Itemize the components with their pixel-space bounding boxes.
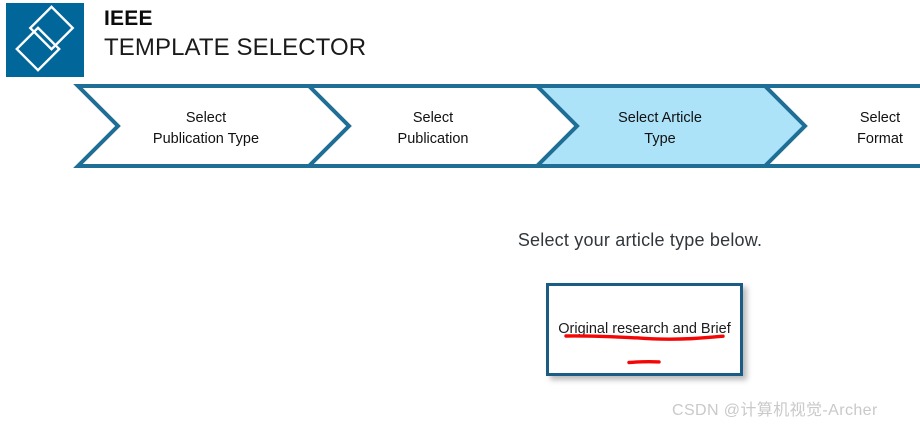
app-header: IEEE TEMPLATE SELECTOR	[0, 0, 920, 78]
brand-block: IEEE TEMPLATE SELECTOR	[104, 6, 604, 64]
watermark: CSDN @计算机视觉-Archer	[672, 402, 878, 419]
article-type-card[interactable]: Original research and Brief	[546, 283, 743, 376]
main-content: Select your article type below. Original…	[0, 170, 920, 424]
instruction-text: Select your article type below.	[517, 230, 763, 250]
article-type-card-label: Original research and Brief	[558, 321, 731, 337]
brand-name: IEEE	[104, 7, 153, 30]
breadcrumb-step-1-shape	[73, 84, 352, 168]
breadcrumb: Select Publication Type Select Publicati…	[0, 82, 920, 170]
ieee-diamond-logo-icon	[6, 3, 84, 77]
brand-subtitle: TEMPLATE SELECTOR	[104, 34, 367, 61]
